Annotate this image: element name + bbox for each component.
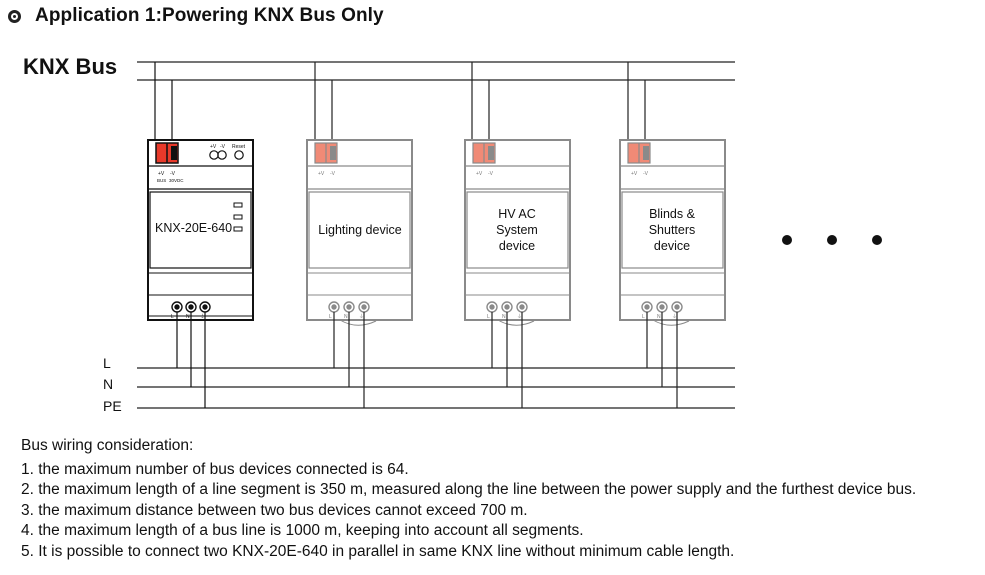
device2-label-line1: HV AC (498, 207, 536, 221)
device2-label-line2: System (496, 223, 538, 237)
mains-label-l: L (103, 355, 111, 371)
device1-small-minus: -V (330, 171, 336, 177)
supply-small-minus: -V (170, 171, 176, 177)
device3-terminal-pe: ⏚ (672, 313, 677, 320)
device1-small-plus: +V (318, 171, 325, 177)
section-heading: Application 1:Powering KNX Bus Only (8, 4, 384, 28)
three-dots-icon (782, 235, 882, 245)
supply-vdc-label: 30VDC (169, 178, 184, 183)
device3-label-line1: Blinds & (649, 207, 696, 221)
blinds-shutters-device (619, 62, 726, 408)
device2-terminal-pe: ⏚ (517, 313, 522, 320)
notes-list: 1. the maximum number of bus devices con… (21, 460, 916, 563)
knx-bus-lines (137, 61, 735, 81)
device2-terminal-n: N (502, 314, 506, 320)
device1-terminal-pe: ⏚ (359, 313, 364, 320)
wiring-diagram: L N PE +V - (103, 61, 882, 414)
device3-small-minus: -V (643, 171, 649, 177)
supply-top-label-minus: -V (220, 144, 226, 150)
device1-terminal-n: N (344, 314, 348, 320)
hvac-device (464, 62, 571, 408)
note-item: 1. the maximum number of bus devices con… (21, 460, 409, 478)
device1-label-line1: Lighting device (318, 223, 401, 237)
mains-lines (137, 367, 735, 409)
device2-small-plus: +V (476, 171, 483, 177)
device2-terminal-l: L (487, 314, 490, 320)
notes-title: Bus wiring consideration: (21, 437, 194, 454)
note-item: 2. the maximum length of a line segment … (21, 481, 917, 499)
device3-label-line2: Shutters (649, 223, 696, 237)
device3-small-plus: +V (631, 171, 638, 177)
circle-bullet-icon (8, 9, 21, 23)
device3-terminal-n: N (657, 314, 661, 320)
mains-label-n: N (103, 376, 113, 392)
knx-bus-label: KNX Bus (23, 54, 118, 79)
note-item: 4. the maximum length of a bus line is 1… (21, 522, 584, 540)
device2-label-line3: device (499, 239, 535, 253)
heading-title: Application 1:Powering KNX Bus Only (35, 5, 384, 26)
supply-model-label: KNX-20E-640 (155, 221, 232, 235)
supply-bus-label: BUS (157, 178, 166, 183)
supply-small-plus: +V (158, 171, 165, 177)
device1-terminal-l: L (329, 314, 332, 320)
note-item: 3. the maximum distance between two bus … (21, 501, 528, 519)
supply-terminal-label-pe: ⏚ (200, 313, 205, 320)
note-item: 5. It is possible to connect two KNX-20E… (21, 542, 735, 560)
supply-top-label-reset: Reset (232, 144, 246, 150)
device3-label-line3: device (654, 239, 690, 253)
wiring-notes: Bus wiring consideration: 1. the maximum… (21, 436, 916, 563)
device2-small-minus: -V (488, 171, 494, 177)
mains-label-pe: PE (103, 398, 122, 414)
supply-terminal-label-l: L (171, 314, 174, 320)
supply-terminal-screws (171, 301, 211, 313)
lighting-device (306, 62, 413, 408)
device3-terminal-l: L (642, 314, 645, 320)
supply-top-label-plus: +V (210, 144, 217, 150)
power-supply (147, 62, 254, 408)
supply-terminal-label-n: N (186, 314, 190, 320)
